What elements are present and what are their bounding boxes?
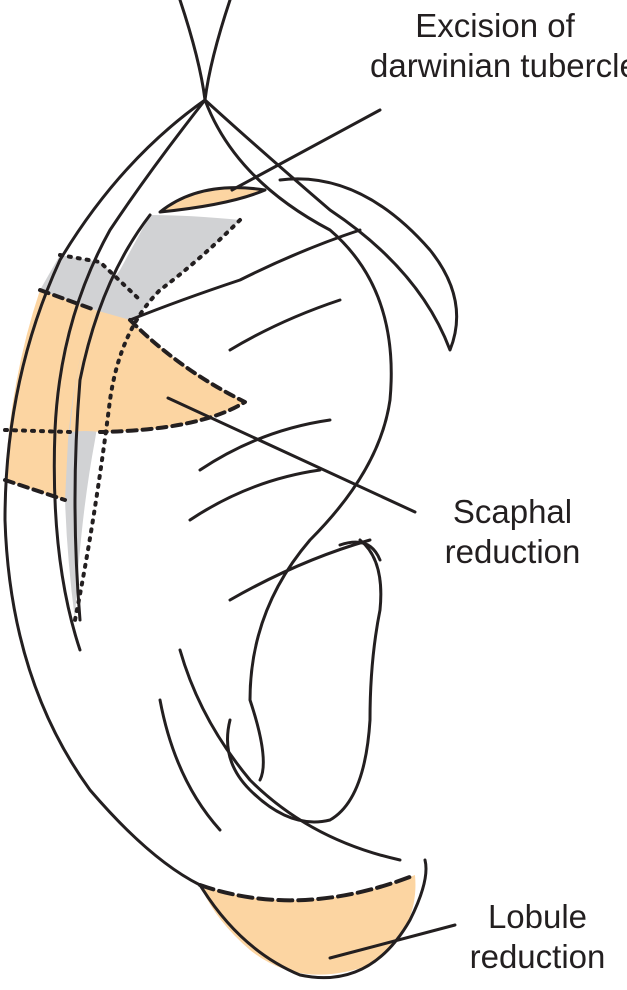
label-line: reduction bbox=[444, 533, 581, 570]
darwinian-tubercle-region bbox=[158, 186, 267, 214]
label-line: Lobule bbox=[487, 898, 588, 935]
label-scaphal-reduction: Scaphal reduction bbox=[425, 492, 600, 572]
darwinian-leader-line bbox=[230, 108, 382, 192]
scapha-excision-region bbox=[70, 310, 245, 432]
label-line: Scaphal bbox=[452, 493, 573, 530]
helix-excision-region bbox=[5, 290, 95, 500]
lobule-leader-line bbox=[328, 923, 457, 960]
scaphal-leader-line bbox=[166, 396, 417, 514]
outer-helix-outline bbox=[3, 98, 428, 980]
concha-outline bbox=[226, 538, 383, 824]
label-darwinian-tubercle: Excision of darwinian tubercle bbox=[370, 6, 627, 86]
label-lobule-reduction: Lobule reduction bbox=[450, 897, 625, 977]
label-line: reduction bbox=[469, 938, 606, 975]
label-line: darwinian tubercle bbox=[370, 47, 627, 84]
scapha-upper-gray bbox=[40, 255, 140, 310]
label-line: Excision of bbox=[415, 7, 575, 44]
lobule-region bbox=[200, 875, 416, 975]
